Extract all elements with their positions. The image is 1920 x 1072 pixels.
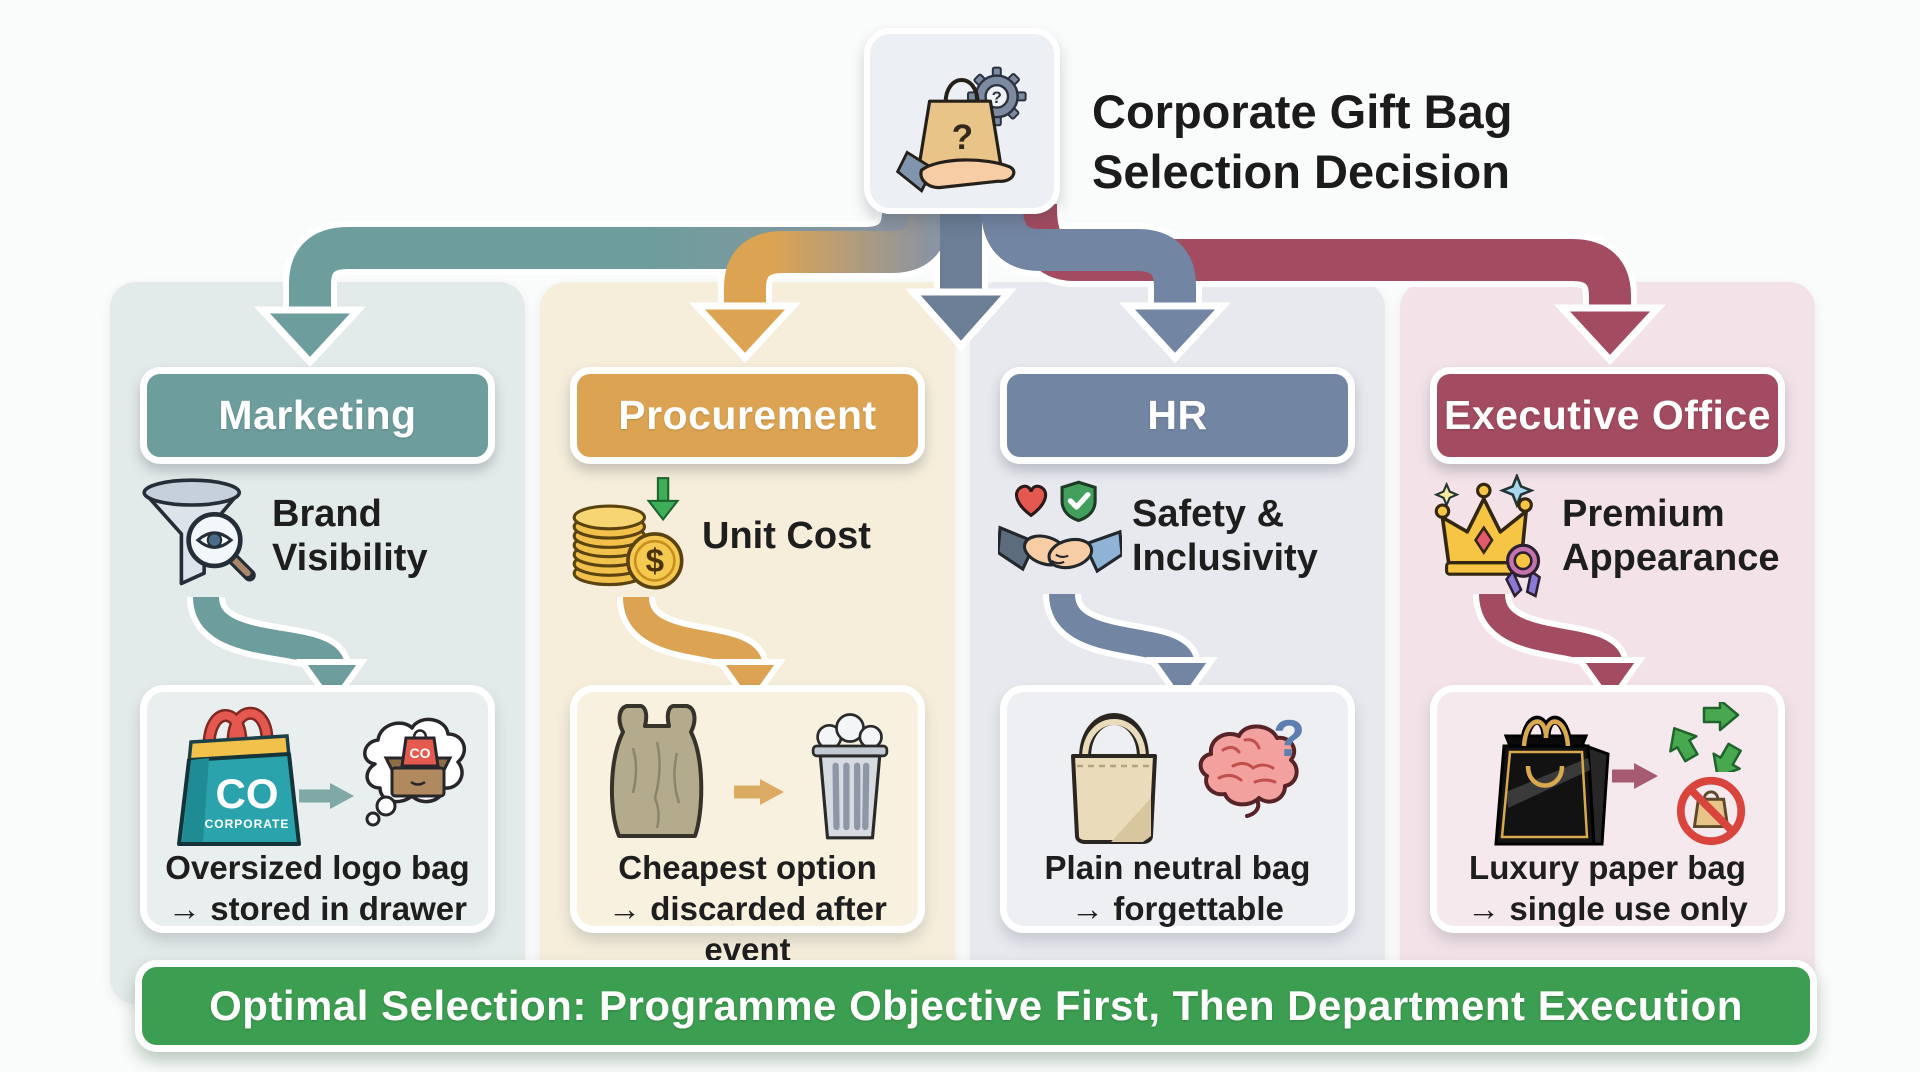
svg-text:CO: CO [216, 770, 279, 817]
gear-icon: ? [967, 66, 1027, 127]
header-hr-label: HR [1147, 392, 1208, 438]
banner-text: Optimal Selection: Programme Objective F… [209, 982, 1743, 1029]
handshake-heart-shield-icon [998, 480, 1122, 574]
title-line-1: Corporate Gift Bag [1092, 85, 1513, 138]
shield-check-icon [1060, 480, 1097, 523]
gift-bag-decision-icon: ? ? [895, 66, 1027, 193]
recycle-icon [1669, 702, 1742, 772]
svg-text:CORPORATE: CORPORATE [205, 817, 290, 831]
header-marketing: Marketing [140, 367, 495, 464]
criterion-procurement: Unit Cost [702, 514, 871, 557]
hand-icon [895, 150, 1016, 193]
logo-bag-icon: CO CORPORATE [177, 706, 301, 846]
outcome-caption-marketing: Oversized logo bag → stored in drawer [165, 849, 470, 927]
column-marketing: Marketing Brand Visibility CO [110, 282, 525, 1004]
header-marketing-label: Marketing [218, 392, 417, 438]
criterion-marketing: Brand Visibility [272, 492, 428, 579]
funnel-magnifier-icon [142, 478, 256, 586]
column-hr: HR Safety & Inclusivity [970, 282, 1385, 1004]
trash-can-icon [811, 713, 889, 840]
arrow-to-hr [981, 187, 1196, 312]
column-procurement: Procurement $ Unit Cost [540, 282, 955, 1004]
criterion-hr: Safety & Inclusivity [1132, 492, 1318, 579]
svg-text:?: ? [1273, 710, 1305, 768]
outcome-box-hr: ? Plain neutral bag → forgettable [1000, 685, 1355, 933]
outcome-box-marketing: CO CORPORATE CO Oversized logo bag → sto… [140, 685, 495, 933]
coins-dollar-icon: $ [572, 477, 684, 590]
svg-text:$: $ [646, 543, 664, 580]
column-executive: Executive Office Premium Appearance [1400, 282, 1815, 1004]
optimal-selection-banner: Optimal Selection: Programme Objective F… [135, 960, 1817, 1052]
page-title: Corporate Gift Bag Selection Decision [1092, 82, 1512, 202]
outcome-box-procurement: Cheapest option → discarded after event [570, 685, 925, 968]
sparkle-icon [1498, 474, 1535, 509]
outcome-caption-executive: Luxury paper bag → single use only [1467, 849, 1748, 927]
thought-drawer-icon: CO [363, 717, 467, 827]
header-executive-label: Executive Office [1443, 392, 1772, 438]
arrow-to-marketing [289, 191, 924, 316]
title-line-2: Selection Decision [1092, 145, 1510, 199]
luxury-bag-icon [1494, 715, 1610, 846]
arrow-to-procurement [724, 189, 951, 312]
header-procurement: Procurement [570, 367, 925, 464]
s-arrow-procurement [623, 595, 763, 671]
outcome-box-executive: Luxury paper bag → single use only [1430, 685, 1785, 933]
down-arrow-icon [646, 477, 680, 522]
tote-bag-icon [1071, 713, 1157, 844]
brain-question-icon: ? [1198, 710, 1305, 818]
crown-medal-icon [1433, 474, 1542, 598]
s-arrow-executive [1479, 592, 1623, 669]
svg-text:?: ? [992, 88, 1002, 107]
header-procurement-label: Procurement [618, 392, 877, 438]
svg-text:?: ? [952, 118, 974, 157]
heart-icon [1015, 484, 1048, 518]
header-hr: HR [1000, 367, 1355, 464]
root-decision-card: ? ? [864, 28, 1060, 214]
s-arrow-marketing [193, 595, 345, 671]
plastic-bag-icon [609, 704, 704, 838]
svg-text:CO: CO [410, 745, 431, 761]
s-arrow-hr [1049, 592, 1195, 669]
criterion-executive: Premium Appearance [1562, 492, 1780, 579]
outcome-caption-hr: Plain neutral bag → forgettable [1044, 849, 1311, 927]
header-executive: Executive Office [1430, 367, 1785, 464]
no-single-use-icon [1676, 776, 1746, 846]
gift-bag-icon: ? [916, 78, 1004, 172]
rosette-icon [1505, 543, 1542, 598]
